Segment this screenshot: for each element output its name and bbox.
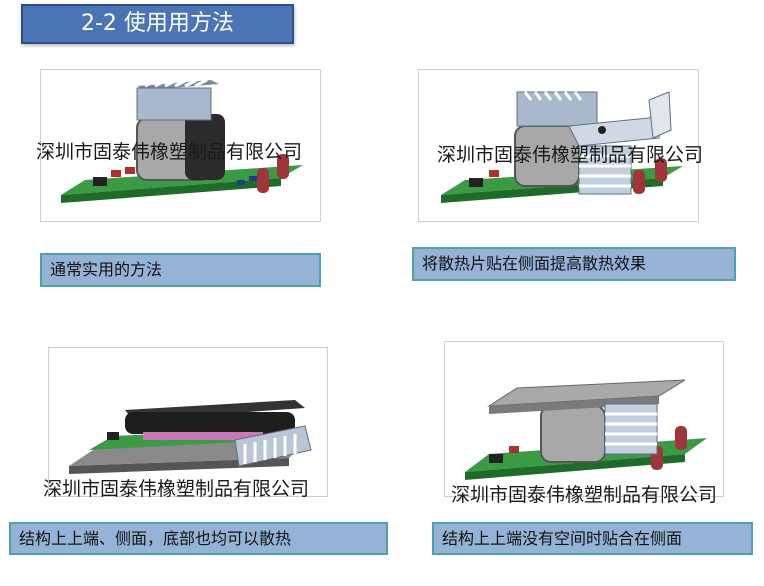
heatsink-all-sides-image — [69, 400, 312, 474]
caption-side-heatsink: 将散热片贴在侧面提高散热效果 — [412, 247, 736, 281]
illustration-normal-usage — [40, 69, 321, 222]
heatsink-side-no-top-image — [465, 379, 707, 480]
illustration-side-heatsink — [418, 69, 699, 222]
caption-all-sides: 结构上上端、侧面，底部也均可以散热 — [9, 522, 388, 555]
watermark-text: 深圳市固泰伟橡塑制品有限公司 — [36, 141, 303, 163]
heatsink-on-top-image — [61, 78, 303, 203]
watermark-text: 深圳市固泰伟橡塑制品有限公司 — [451, 484, 718, 506]
caption-normal-usage: 通常实用的方法 — [40, 253, 321, 287]
caption-side-no-top-space: 结构上上端没有空间时贴合在侧面 — [432, 522, 753, 555]
illustration-side-when-no-top-space — [444, 341, 724, 497]
section-title: 2-2 使用用方法 — [21, 4, 294, 44]
illustration-all-sides — [48, 347, 328, 497]
watermark-text: 深圳市固泰伟橡塑制品有限公司 — [437, 144, 704, 166]
watermark-text: 深圳市固泰伟橡塑制品有限公司 — [43, 478, 310, 500]
heatsink-on-side-image — [441, 91, 683, 203]
